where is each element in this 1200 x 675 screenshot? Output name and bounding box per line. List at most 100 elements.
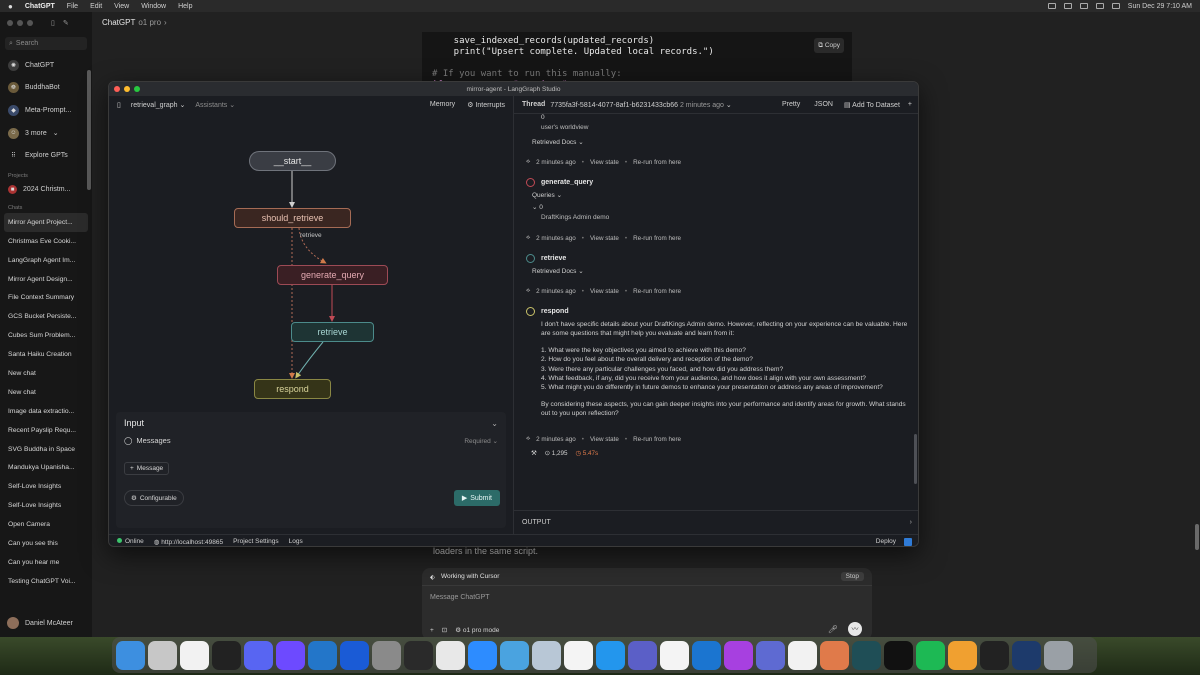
chat-item[interactable]: Recent Payslip Requ... (8, 426, 77, 434)
chatgpt-dock-icon[interactable] (788, 640, 817, 670)
chat-item[interactable]: Cubes Sum Problem... (8, 332, 76, 340)
add-message-button[interactable]: +Message (124, 462, 170, 475)
menu-view[interactable]: View (114, 2, 130, 10)
perplexity-icon[interactable] (852, 640, 881, 670)
trash-icon[interactable] (1044, 640, 1073, 670)
mail-icon[interactable] (500, 640, 529, 670)
screen-app-icon[interactable] (1012, 640, 1041, 670)
chat-item[interactable]: Mandukya Upanisha... (8, 464, 75, 472)
interrupts-button[interactable]: ⚙ Interrupts (467, 101, 505, 109)
teams-icon[interactable] (628, 640, 657, 670)
message-input[interactable]: Message ChatGPT (430, 594, 490, 601)
panel-toggle-icon[interactable]: ▯ (117, 102, 121, 109)
graph-node-respond[interactable]: respond (254, 379, 331, 399)
memory-button[interactable]: Memory (429, 101, 456, 108)
notes-app-icon[interactable] (212, 640, 241, 670)
chat-item[interactable]: Can you hear me (8, 558, 60, 566)
controller-icon[interactable] (564, 640, 593, 670)
vscode-icon[interactable] (904, 537, 912, 546)
voice-mode-button[interactable]: 〰 (848, 622, 862, 636)
attach-icon[interactable]: ⊡ (441, 627, 448, 634)
chat-item[interactable]: Christmas Eve Cooki... (8, 237, 77, 245)
vscode-icon[interactable] (308, 640, 337, 670)
apple-icon[interactable]: ● (8, 1, 13, 11)
notion-icon[interactable] (180, 640, 209, 670)
step-respond[interactable]: respond (526, 307, 569, 316)
configurable-button[interactable]: ⚙Configurable (124, 490, 184, 506)
preview-icon[interactable] (532, 640, 561, 670)
new-chat-icon[interactable]: ✎ (62, 20, 69, 27)
docker-icon[interactable] (596, 640, 625, 670)
search-input[interactable]: ⌕ Search (5, 37, 87, 50)
capcut-icon[interactable] (884, 640, 913, 670)
menu-help[interactable]: Help (178, 2, 193, 10)
assistants-select[interactable]: Assistants ⌄ (195, 101, 235, 109)
menu-window[interactable]: Window (141, 2, 167, 10)
menu-clock[interactable]: Sun Dec 29 7:10 AM (1127, 2, 1192, 10)
chat-item[interactable]: Can you see this (8, 540, 58, 548)
thread-scrollbar[interactable] (914, 434, 917, 484)
retrieved-docs-toggle[interactable]: Retrieved Docs ⌄ (532, 267, 584, 275)
stocks-icon[interactable] (980, 640, 1009, 670)
wifi-icon[interactable] (1095, 3, 1104, 9)
sidebar-scrollbar[interactable] (87, 70, 91, 190)
discord-icon[interactable] (244, 640, 273, 670)
new-thread-button[interactable]: + (907, 101, 912, 108)
spotify-icon[interactable] (916, 640, 945, 670)
step-generate-query[interactable]: generate_query (526, 178, 593, 187)
json-toggle[interactable]: JSON (814, 101, 833, 108)
launchpad-icon[interactable] (148, 640, 177, 670)
status-icon[interactable] (1047, 3, 1056, 9)
sidebar-item-explore-gpts[interactable]: ⠿ Explore GPTs (0, 144, 92, 167)
chat-item[interactable]: LangGraph Agent Im... (8, 256, 76, 264)
zoom-icon[interactable] (468, 640, 497, 670)
menu-edit[interactable]: Edit (90, 2, 103, 10)
chat-item[interactable]: Testing ChatGPT Voi... (8, 577, 76, 585)
chat-item[interactable]: Mirror Agent Design... (8, 275, 73, 283)
logs-link[interactable]: Logs (288, 538, 303, 545)
claude-icon[interactable] (820, 640, 849, 670)
graph-select[interactable]: retrieval_graph ⌄ (131, 101, 186, 109)
finder-icon[interactable] (116, 640, 145, 670)
plus-icon[interactable]: + (430, 626, 434, 634)
chat-item[interactable]: Santa Haiku Creation (8, 351, 72, 359)
sidebar-item-buddhabot[interactable]: ☸ BuddhaBot (0, 77, 92, 100)
cursor-icon[interactable] (404, 640, 433, 670)
chat-item[interactable]: GCS Bucket Persiste... (8, 313, 77, 321)
main-scrollbar[interactable] (1195, 524, 1199, 550)
model-mode-toggle[interactable]: ⚙ o1 pro mode (455, 626, 499, 634)
sidebar-item-more[interactable]: ☺ 3 more ⌄ (0, 122, 92, 145)
zoom-window-button[interactable] (27, 20, 33, 26)
input-header[interactable]: Input ⌄ (116, 412, 506, 434)
chat-item[interactable]: New chat (8, 388, 36, 396)
rerun-link[interactable]: Re-run from here (633, 234, 682, 242)
graph-canvas[interactable]: __start__ should_retrieve retrieve gener… (109, 114, 514, 404)
chat-item[interactable]: Self-Love Insights (8, 483, 62, 491)
submit-button[interactable]: ▶Submit (453, 490, 500, 506)
server-url[interactable]: ◍ http://localhost:49865 (154, 538, 223, 546)
project-settings-link[interactable]: Project Settings (233, 538, 279, 545)
rerun-link[interactable]: Re-run from here (633, 287, 682, 295)
google-drive-icon[interactable] (660, 640, 689, 670)
status-icon[interactable] (1079, 3, 1088, 9)
minimize-window-button[interactable] (17, 20, 23, 26)
close-window-button[interactable] (7, 20, 13, 26)
graph-node-start[interactable]: __start__ (249, 151, 336, 171)
chrome-icon[interactable] (436, 640, 465, 670)
zoom-window-button[interactable] (134, 86, 140, 92)
sidebar-item-chatgpt[interactable]: ✺ ChatGPT (0, 54, 92, 77)
chat-item[interactable]: New chat (8, 370, 36, 378)
copy-code-button[interactable]: ⧉ Copy (814, 38, 844, 53)
close-window-button[interactable] (114, 86, 120, 92)
onepassword-icon[interactable] (340, 640, 369, 670)
proton-icon[interactable] (276, 640, 305, 670)
thread-select[interactable]: 7735fa3f-5814-4077-8af1-b6231433cb66 2 m… (550, 101, 731, 109)
chat-item[interactable]: Image data extractio... (8, 407, 75, 415)
add-to-dataset-button[interactable]: ▤ Add To Dataset (844, 101, 900, 109)
sidebar-toggle-icon[interactable]: ▯ (51, 20, 55, 27)
messenger-icon[interactable] (724, 640, 753, 670)
graph-node-retrieve[interactable]: retrieve (291, 322, 374, 342)
queries-toggle[interactable]: Queries ⌄ (532, 191, 562, 199)
messages-field[interactable]: ◯ Messages Required ⌄ (116, 434, 506, 447)
view-state-link[interactable]: View state (589, 287, 619, 295)
